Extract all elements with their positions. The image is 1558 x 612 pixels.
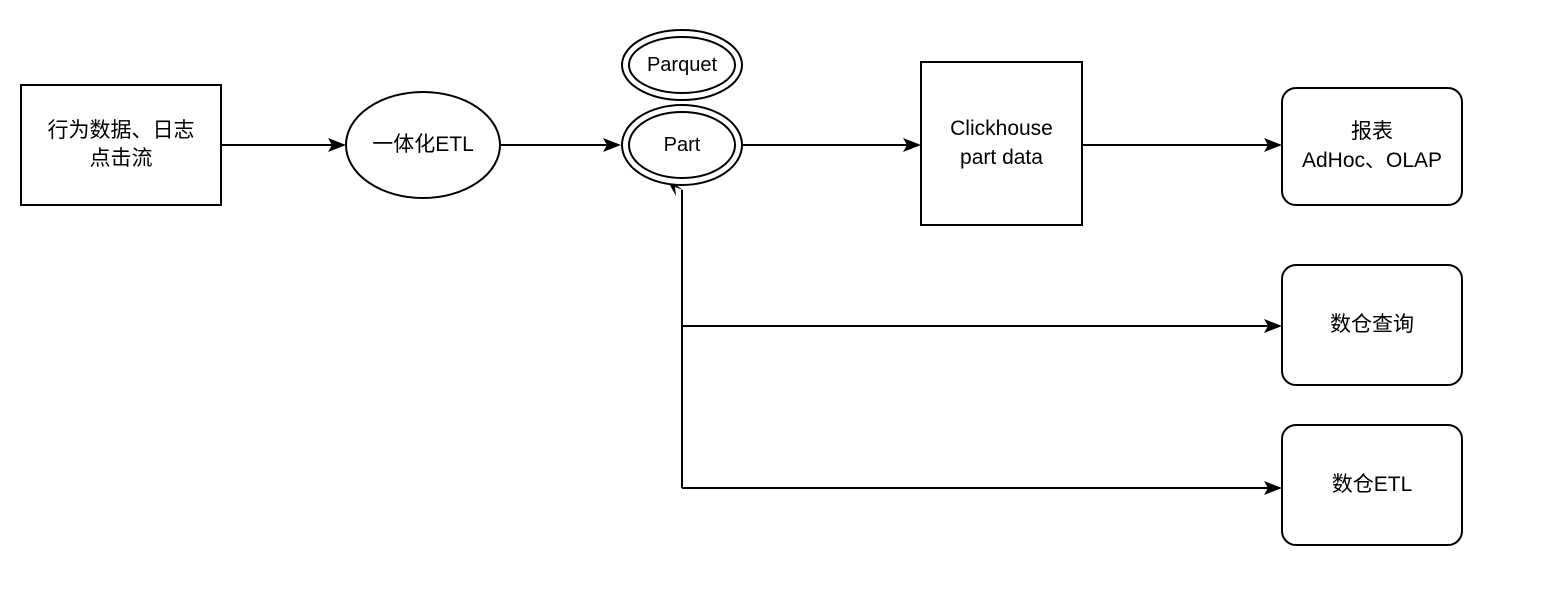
node-etl-shape[interactable]	[345, 91, 501, 199]
edge-clickhouse-to-report	[1082, 138, 1282, 152]
node-source-shape[interactable]	[20, 84, 222, 206]
node-warehouse-query-shape[interactable]	[1281, 264, 1463, 386]
edge-part-to-clickhouse	[741, 138, 921, 152]
node-warehouse-etl-shape[interactable]	[1281, 424, 1463, 546]
edge-warehouse-etl-branch	[682, 481, 1282, 495]
edge-warehouse-query-branch	[682, 319, 1282, 333]
node-report-shape[interactable]	[1281, 87, 1463, 206]
edge-source-to-etl	[221, 138, 346, 152]
node-clickhouse-shape[interactable]	[920, 61, 1083, 226]
edge-feedback-to-part	[666, 178, 683, 488]
node-part-shape[interactable]	[621, 104, 743, 186]
node-parquet-shape[interactable]	[621, 29, 743, 101]
edge-etl-to-part	[500, 138, 621, 152]
